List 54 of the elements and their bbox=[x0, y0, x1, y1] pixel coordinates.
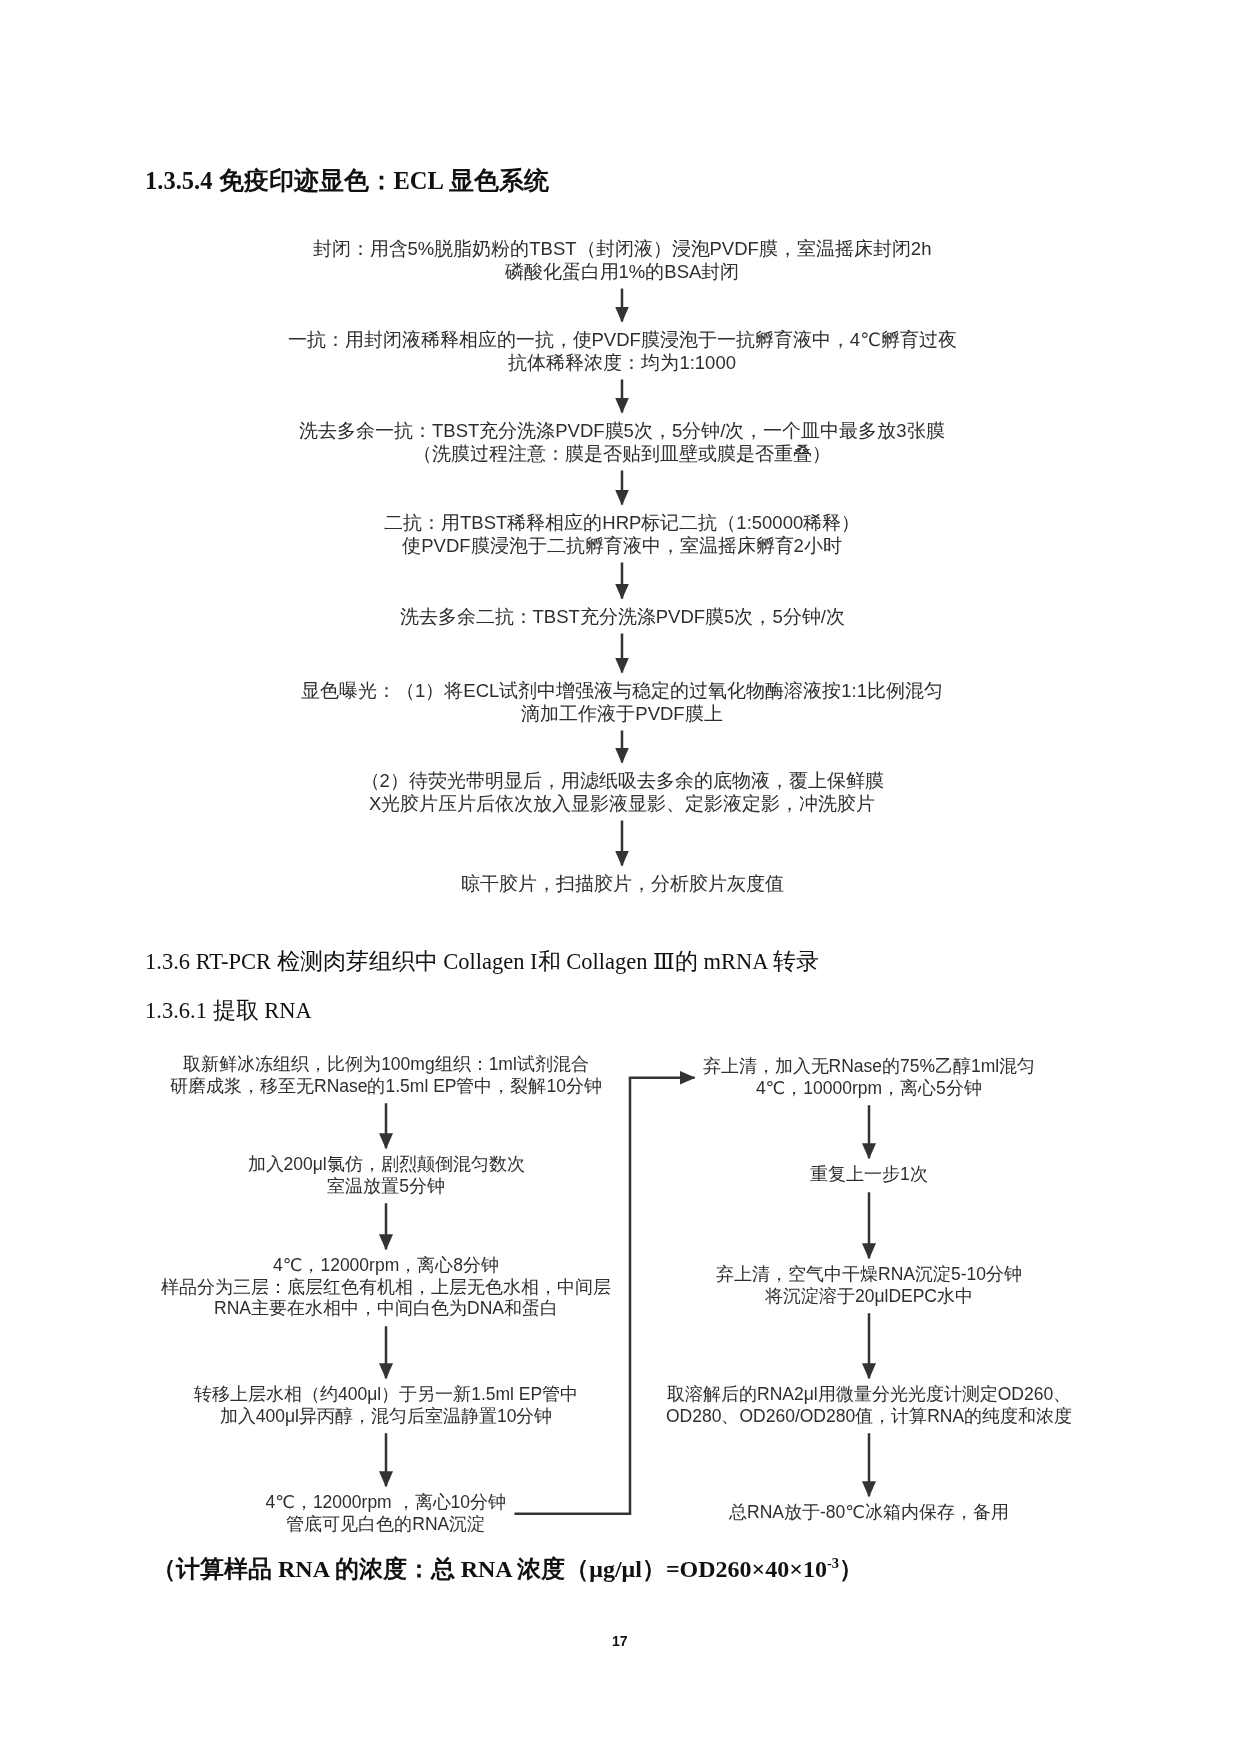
step-text: 显色曝光：（1）将ECL试剂中增强液与稳定的过氧化物酶溶液按1:1比例混匀 bbox=[301, 678, 943, 702]
step-text: 滴加工作液于PVDF膜上 bbox=[520, 701, 724, 725]
step-text: 洗去多余二抗：TBST充分洗涤PVDF膜5次，5分钟/次 bbox=[399, 604, 845, 628]
step-text: （2）待荧光带明显后，用滤纸吸去多余的底物液，覆上保鲜膜 bbox=[360, 768, 884, 792]
arrow bbox=[862, 1105, 876, 1160]
step-text: （洗膜过程注意：膜是否贴到皿壁或膜是否重叠） bbox=[411, 441, 832, 465]
step-text: X光胶片压片后依次放入显影液显影、定影液定影，冲洗胶片 bbox=[367, 791, 877, 815]
section-heading: 1.3.5.4 免疫印迹显色：ECL 显色系统 bbox=[145, 166, 549, 196]
step-text: 加入200μl氯仿，剧烈颠倒混匀数次 bbox=[247, 1154, 525, 1176]
step-text: 4℃，10000rpm，离心5分钟 bbox=[754, 1077, 983, 1100]
arrow bbox=[615, 288, 629, 323]
section-heading: 1.3.6 RT-PCR 检测肉芽组织中 Collagen I和 Collagen Ⅲ的 mRNA 转录 bbox=[145, 948, 819, 976]
step-text: 弃上清，空气中干燥RNA沉淀5-10分钟 bbox=[716, 1264, 1022, 1286]
step-text: 重复上一步1次 bbox=[810, 1164, 928, 1186]
formula-note: （计算样品 RNA 的浓度：总 RNA 浓度（μg/μl）=OD260×40×10$^{-3}$） bbox=[152, 1554, 863, 1584]
step-text: 抗体稀释浓度：均为1:1000 bbox=[507, 350, 737, 374]
step-text: OD280、OD260/OD280值，计算RNA的纯度和浓度 bbox=[666, 1405, 1073, 1428]
step-text: RNA主要在水相中，中间白色为DNA和蛋白 bbox=[213, 1298, 559, 1320]
step-text: 将沉淀溶于20μlDEPC水中 bbox=[763, 1285, 974, 1308]
step-text: 研磨成浆，移至无RNase的1.5ml EP管中，裂解10分钟 bbox=[170, 1075, 602, 1098]
step-text: 洗去多余一抗：TBST充分洗涤PVDF膜5次，5分钟/次，一个皿中最多放3张膜 bbox=[299, 418, 945, 442]
step-text: 封闭：用含5%脱脂奶粉的TBST（封闭液）浸泡PVDF膜，室温摇床封闭2h bbox=[312, 236, 932, 260]
page-number: 17 bbox=[612, 1632, 628, 1650]
step-text: 一抗：用封闭液稀释相应的一抗，使PVDF膜浸泡于一抗孵育液中，4℃孵育过夜 bbox=[287, 327, 957, 351]
arrow bbox=[379, 1326, 393, 1380]
step-text: 弃上清，加入无RNase的75%乙醇1ml混匀 bbox=[702, 1056, 1036, 1078]
step-text: 管底可见白色的RNA沉淀 bbox=[285, 1513, 487, 1536]
step-text: 样品分为三层：底层红色有机相，上层无色水相，中间层 bbox=[161, 1276, 611, 1299]
arrow bbox=[615, 379, 629, 414]
section-heading: 1.3.6.1 提取 RNA bbox=[145, 997, 312, 1025]
arrow bbox=[615, 730, 629, 764]
arrow bbox=[862, 1192, 876, 1260]
arrow bbox=[379, 1203, 393, 1251]
step-text: 转移上层水相（约400μl）于另一新1.5ml EP管中 bbox=[194, 1384, 579, 1406]
step-text: 取溶解后的RNA2μl用微量分光光度计测定OD260、 bbox=[666, 1384, 1073, 1406]
arrow bbox=[615, 820, 629, 867]
arrow bbox=[862, 1313, 876, 1380]
arrow bbox=[514, 1070, 696, 1515]
arrow bbox=[862, 1433, 876, 1498]
arrow bbox=[615, 562, 629, 600]
step-text: 晾干胶片，扫描胶片，分析胶片灰度值 bbox=[460, 871, 784, 895]
step-text: 4℃，12000rpm ，离心10分钟 bbox=[265, 1492, 506, 1514]
step-text: 二抗：用TBST稀释相应的HRP标记二抗（1:50000稀释） bbox=[384, 510, 861, 534]
step-text: 使PVDF膜浸泡于二抗孵育液中，室温摇床孵育2小时 bbox=[401, 533, 843, 557]
step-text: 室温放置5分钟 bbox=[326, 1175, 446, 1198]
step-text: 总RNA放于-80℃冰箱内保存，备用 bbox=[729, 1502, 1009, 1524]
arrow bbox=[379, 1103, 393, 1150]
arrow bbox=[379, 1433, 393, 1488]
step-text: 取新鲜冰冻组织，比例为100mg组织：1ml试剂混合 bbox=[182, 1054, 590, 1076]
arrow bbox=[615, 470, 629, 506]
arrow bbox=[615, 633, 629, 674]
step-text: 4℃，12000rpm，离心8分钟 bbox=[272, 1255, 500, 1277]
step-text: 磷酸化蛋白用1%的BSA封闭 bbox=[503, 259, 741, 283]
step-text: 加入400μl异丙醇，混匀后室温静置10分钟 bbox=[218, 1405, 554, 1428]
